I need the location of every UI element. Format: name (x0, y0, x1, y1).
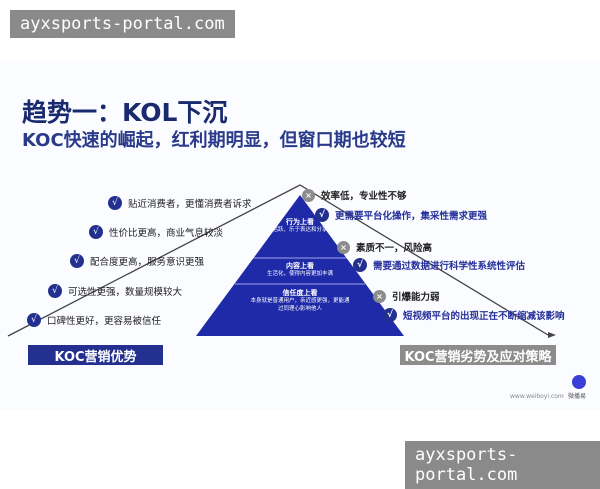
pyramid-layer-top: 行为上看活跃、乐于表达和分享 (272, 218, 328, 234)
logo-text: 微播易 (568, 393, 587, 400)
watermark-bottom: ayxsports-portal.com (405, 441, 600, 489)
check-icon: √ (108, 196, 122, 210)
check-icon: √ (315, 208, 329, 222)
pyramid-fill (196, 195, 404, 336)
solution-item: √更需要平台化操作，集采性需求更强 (315, 208, 487, 222)
logo-icon (572, 375, 586, 389)
check-icon: √ (353, 258, 367, 272)
check-icon: √ (48, 284, 62, 298)
problem-item: ×素质不一，风险高 (337, 240, 432, 254)
advantage-item: √ 可选性更强，数量规模较大 (48, 284, 182, 298)
pyramid-layer-middle: 内容上看生活化，使得内容更加丰满 (266, 262, 333, 278)
outline-line (7, 184, 549, 337)
page-subtitle: KOC快速的崛起，红利期明显，但窗口期也较短 (22, 130, 406, 151)
disadvantages-label: KOC营销劣势及应对策略 (400, 345, 556, 365)
advantage-item: √ 配合度更高，服务意识更强 (70, 254, 204, 268)
problem-item: ×引爆能力弱 (373, 289, 440, 303)
advantage-item: √ 贴近消费者，更懂消费者诉求 (108, 196, 252, 210)
check-icon: √ (383, 308, 397, 322)
pyramid-diagram (7, 184, 556, 338)
advantage-text: 口碑性更好，更容易被信任 (47, 316, 162, 327)
problem-item: ×效率低，专业性不够 (302, 188, 407, 202)
advantages-label: KOC营销优势 (28, 345, 163, 365)
footer-url: www.weiboyi.com (510, 393, 564, 400)
check-icon: √ (70, 254, 84, 268)
arrow-head (548, 332, 556, 338)
solution-item: √需要通过数据进行科学性系统性评估 (353, 258, 525, 272)
advantage-item: √ 口碑性更好，更容易被信任 (27, 313, 161, 327)
x-icon: × (337, 240, 350, 254)
slide: 趋势一：KOL下沉 KOC快速的崛起，红利期明显，但窗口期也较短 √ 贴近消费者，… (0, 60, 600, 410)
check-icon: √ (89, 225, 103, 239)
advantage-text: 性价比更高，商业气息较淡 (109, 228, 224, 239)
advantage-text: 配合度更高，服务意识更强 (90, 257, 205, 268)
pyramid-layer-bottom: 信任度上看本身就是普通用户，亲近感更强，更能通过同理心影响他人 (250, 289, 350, 312)
advantage-text: 贴近消费者，更懂消费者诉求 (128, 199, 252, 210)
advantage-text: 可选性更强，数量规模较大 (68, 287, 183, 298)
solution-item: √短视频平台的出现正在不断缩减该影响 (383, 308, 565, 322)
advantage-item: √ 性价比更高，商业气息较淡 (89, 225, 223, 239)
x-icon: × (373, 289, 386, 303)
watermark-top: ayxsports-portal.com (10, 10, 235, 38)
x-icon: × (302, 188, 315, 202)
page-title: 趋势一：KOL下沉 (22, 98, 228, 127)
check-icon: √ (27, 313, 41, 327)
